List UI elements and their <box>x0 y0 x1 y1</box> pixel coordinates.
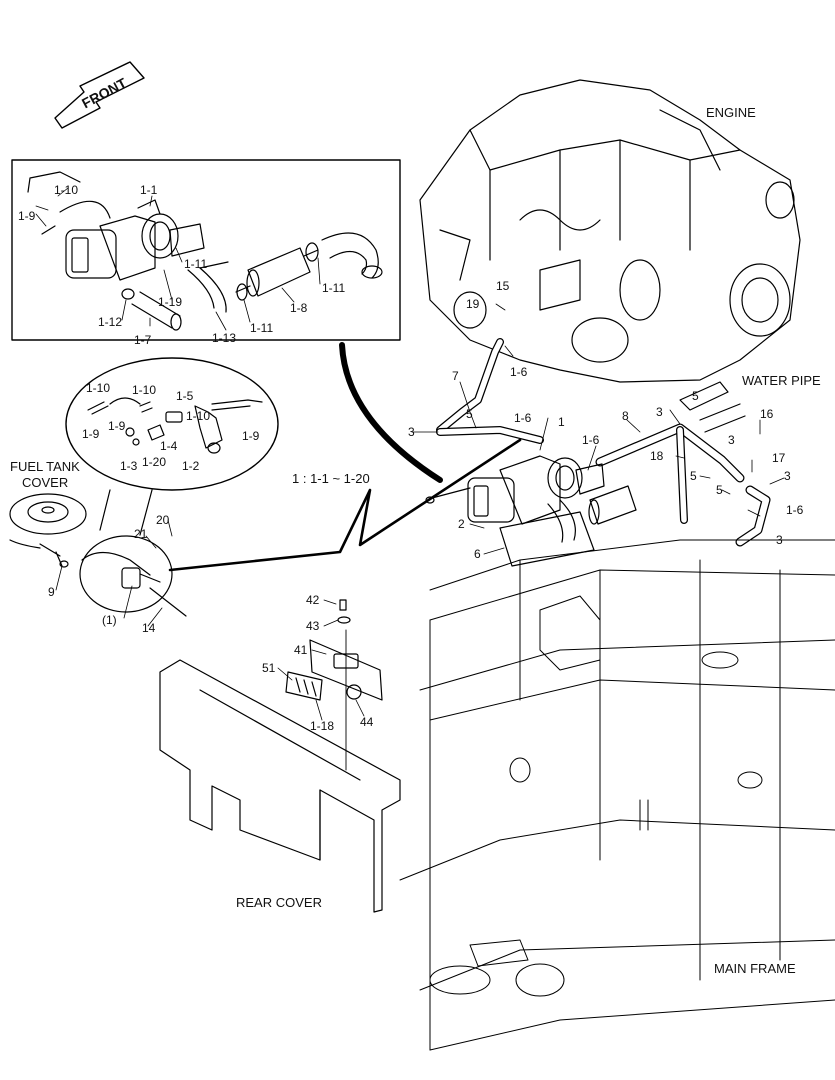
callout: 42 <box>306 593 320 607</box>
callout: 3 <box>784 469 791 483</box>
heater-detail-drawing <box>27 171 383 331</box>
callout: 21 <box>134 527 148 541</box>
callout: 3 <box>728 433 735 447</box>
callout: 1-10 <box>86 381 111 395</box>
callout: 20 <box>156 513 170 527</box>
callout: (1) <box>102 613 117 627</box>
callout: 3 <box>408 425 415 439</box>
heater-main-drawing <box>425 455 637 567</box>
callout: 1-6 <box>514 411 532 425</box>
callout: 3 <box>656 405 663 419</box>
callout: 14 <box>142 621 156 635</box>
callout: 1 <box>558 415 565 429</box>
callout: 1-6 <box>582 433 600 447</box>
callout: 16 <box>760 407 774 421</box>
callout: 1-11 <box>322 281 346 295</box>
callout: 1-10 <box>54 183 79 197</box>
callout: 19 <box>466 297 480 311</box>
callout: 5 <box>466 407 473 421</box>
water-pipe-label: WATER PIPE <box>742 373 821 388</box>
fuel-tank-cover-drawing <box>9 493 87 568</box>
callout: 1-9 <box>18 209 36 223</box>
main-frame-drawing <box>399 539 835 1051</box>
callout: 8 <box>622 409 629 423</box>
callout: 15 <box>496 279 510 293</box>
callout: 5 <box>716 483 723 497</box>
fuel-pump-detail-drawing <box>87 397 263 454</box>
callout: 3 <box>776 533 783 547</box>
engine-label: ENGINE <box>706 105 756 120</box>
switch-bracket-drawing <box>285 599 383 771</box>
callout: 5 <box>692 389 699 403</box>
callout: 1-5 <box>176 389 194 403</box>
callout: 1-6 <box>786 503 804 517</box>
front-arrow <box>54 61 145 129</box>
callout: 5 <box>690 469 697 483</box>
callout: 2 <box>458 517 465 531</box>
callout: 1-19 <box>158 295 183 309</box>
callout: 1-10 <box>132 383 157 397</box>
callout: 44 <box>360 715 374 729</box>
scale-ratio-label: 1 : 1-1 ~ 1-20 <box>292 471 370 486</box>
rear-cover-drawing <box>159 659 401 913</box>
fuel-tank-cover-label-line2: COVER <box>22 475 69 490</box>
callout: 1-1 <box>140 183 158 197</box>
detail-box-heater <box>11 159 401 341</box>
fuel-tank-cover-label-line1: FUEL TANK <box>10 459 80 474</box>
engine-drawing <box>419 79 801 383</box>
callout: 1-9 <box>108 419 126 433</box>
callout: 1-8 <box>290 301 308 315</box>
callout: 18 <box>650 449 664 463</box>
callout: 43 <box>306 619 320 633</box>
callout: 7 <box>452 369 459 383</box>
callout: 1-3 <box>120 459 138 473</box>
callout: 1-20 <box>142 455 167 469</box>
detail-ellipse-fuel-filter <box>79 535 173 613</box>
callout: 1-6 <box>510 365 528 379</box>
callout: 1-2 <box>182 459 200 473</box>
callout: 1-18 <box>310 719 335 733</box>
callout: 1-12 <box>98 315 123 329</box>
rear-cover-label: REAR COVER <box>236 895 322 910</box>
detail-ellipse-fuel-pump <box>65 357 279 491</box>
callout: 1-11 <box>250 321 274 335</box>
callout: 17 <box>772 451 786 465</box>
callout: 6 <box>474 547 481 561</box>
callout: 9 <box>48 585 55 599</box>
callout: 51 <box>262 661 276 675</box>
callout: 1-10 <box>186 409 211 423</box>
callout: 1-9 <box>82 427 100 441</box>
callout: 41 <box>294 643 308 657</box>
callout: 1-7 <box>134 333 152 347</box>
callout: 1-4 <box>160 439 178 453</box>
callout: 1-9 <box>242 429 260 443</box>
main-frame-label: MAIN FRAME <box>714 961 796 976</box>
callout: 1-13 <box>212 331 237 345</box>
callout: 1-11 <box>184 257 208 271</box>
